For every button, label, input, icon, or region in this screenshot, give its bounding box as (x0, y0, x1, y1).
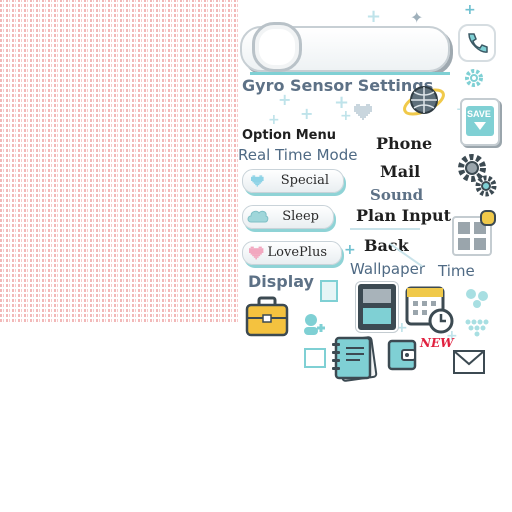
divider-line (350, 228, 420, 230)
plan-input-label: Plan Input (356, 206, 452, 225)
phone-icon[interactable] (458, 24, 496, 62)
sparkle-plus: + (334, 92, 350, 113)
briefcase-icon[interactable] (244, 296, 290, 338)
settings-gears-icon[interactable] (454, 152, 498, 198)
phone-label: Phone (376, 134, 433, 153)
option-menu-label: Option Menu (242, 128, 337, 143)
globe-icon[interactable] (402, 80, 448, 122)
sparkle-plus: + (268, 112, 280, 128)
calendar-clock-icon[interactable] (404, 284, 456, 336)
display-thumbnail-icon (320, 280, 338, 302)
title-bar-underline (250, 72, 450, 75)
sparkle-plus: + (464, 2, 476, 18)
display-label: Display (248, 272, 314, 291)
sound-label: Sound (370, 186, 424, 204)
ds-console-icon[interactable] (356, 282, 398, 332)
cluster-icon (465, 289, 489, 337)
sparkle-plus: + (340, 108, 352, 124)
sparkle-plus: + (300, 104, 314, 123)
sparkle-plus: + (344, 242, 356, 258)
sparkle-plus: + (278, 90, 292, 109)
gear-icon (465, 69, 483, 87)
title-bar-knob[interactable] (252, 22, 302, 72)
time-label: Time (438, 262, 475, 280)
envelope-icon[interactable] (452, 348, 486, 376)
special-label: Special (280, 173, 329, 188)
sleep-button[interactable]: Sleep (242, 205, 334, 229)
contact-card-icon (304, 348, 326, 368)
cloud-icon (247, 210, 269, 223)
wallet-icon[interactable] (386, 338, 418, 372)
loveplus-label: LovePlus (267, 245, 327, 260)
sparkle-plus: + (366, 6, 382, 27)
special-button[interactable]: Special (242, 169, 344, 193)
heart-icon (251, 175, 264, 187)
save-label: SAVE (467, 109, 491, 119)
mail-label: Mail (380, 162, 421, 181)
real-time-mode-label: Real Time Mode (238, 146, 358, 164)
map-icon[interactable] (452, 210, 496, 256)
notebook-icon[interactable] (330, 334, 380, 384)
new-badge: NEW (420, 336, 454, 350)
pink-text-pattern (0, 0, 238, 322)
sleep-label: Sleep (282, 209, 319, 224)
person-icon (304, 314, 325, 335)
loveplus-button[interactable]: LovePlus (242, 241, 342, 265)
heart-icon (249, 246, 264, 260)
wallpaper-label: Wallpaper (350, 260, 426, 278)
sparkle-plus: + (396, 320, 408, 336)
save-icon[interactable]: SAVE (460, 98, 500, 146)
gyro-sensor-settings-label: Gyro Sensor Settings (242, 76, 434, 95)
sparkle-plus: + (446, 328, 458, 344)
sparkle-plus: ✦ (410, 8, 424, 27)
heart-icon (354, 104, 372, 120)
